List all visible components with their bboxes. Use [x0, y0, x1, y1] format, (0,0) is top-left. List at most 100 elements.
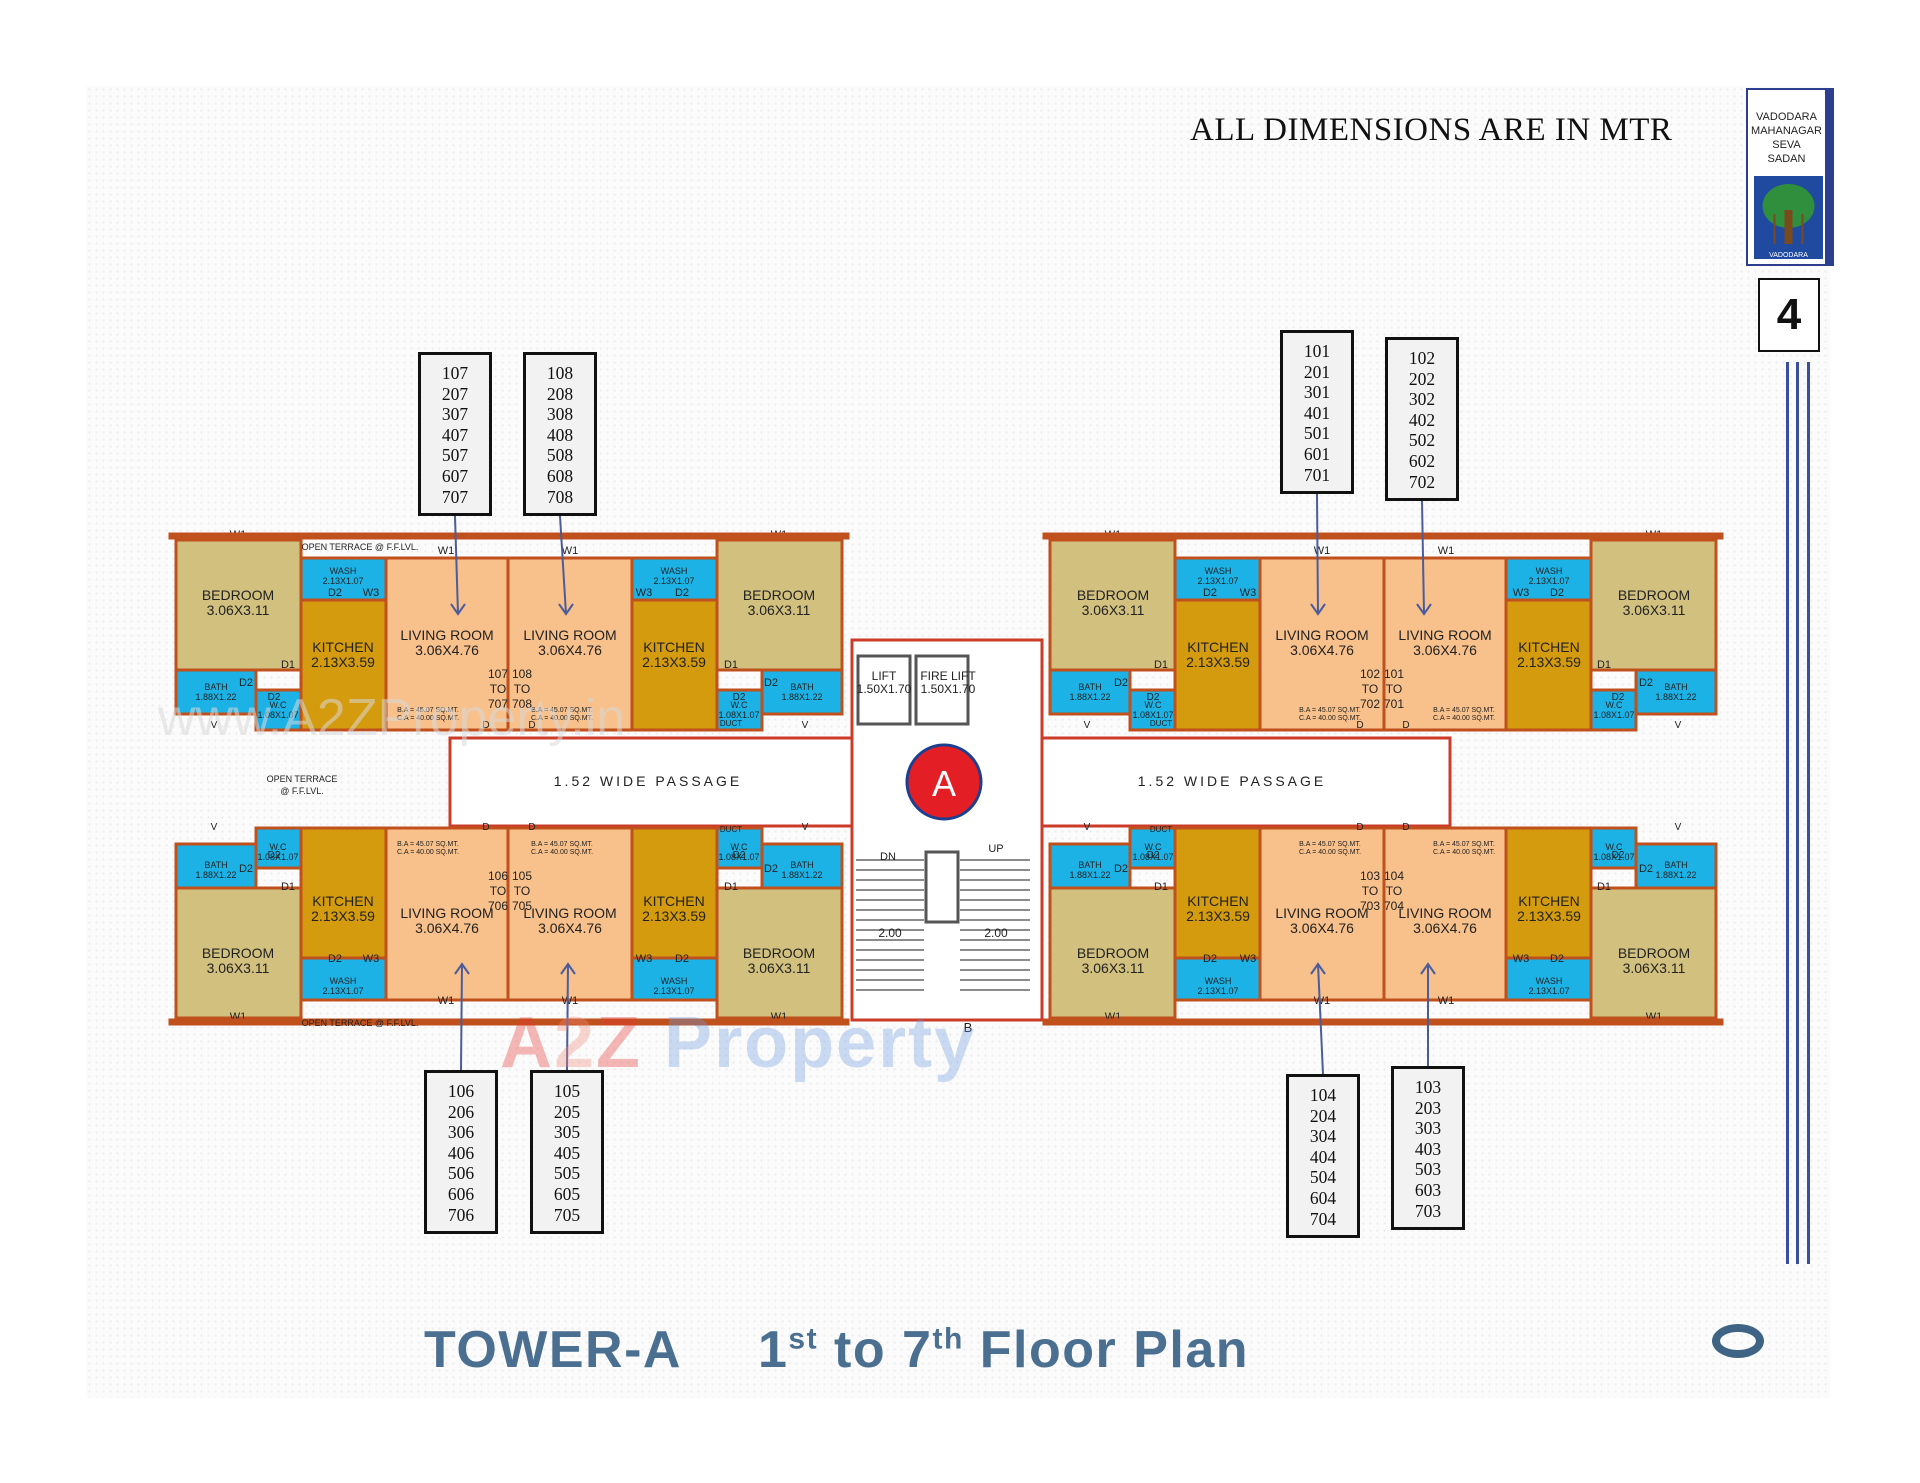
- se-d-a: D: [1402, 822, 1409, 833]
- se-lbl-wc-l-name: W.C: [1606, 842, 1623, 852]
- sw-lbl-liv-r-name: LIVING ROOM: [523, 905, 616, 921]
- se-lbl-liv-l-size: 3.06X4.76: [1413, 920, 1477, 936]
- ne-lbl-liv-r-name: LIVING ROOM: [1275, 627, 1368, 643]
- ne-lbl-wash-r-size: 2.13X1.07: [1197, 576, 1238, 586]
- ne-d1-a: D1: [1597, 659, 1611, 671]
- nw-lbl-area-l-name: B.A = 45.07 SQ.MT.: [397, 707, 459, 714]
- nw-w1-c: W1: [438, 545, 455, 557]
- se-d2-b: D2: [1203, 953, 1217, 965]
- se-w3-b: W3: [1240, 953, 1257, 965]
- nw-lbl-liv-l-size: 3.06X4.76: [415, 642, 479, 658]
- watermark-site: www.A2ZProperty.in: [158, 689, 626, 747]
- se-lbl-liv-r-size: 3.06X4.76: [1290, 920, 1354, 936]
- passage-left: 1.52 WIDE PASSAGE: [554, 773, 742, 789]
- sw-d2-a: D2: [328, 953, 342, 965]
- nw-lbl-bed-l-size: 3.06X3.11: [207, 602, 270, 618]
- sw-lbl-wash-r-size: 2.13X1.07: [653, 986, 694, 996]
- sw-kitchen-right: [630, 826, 719, 960]
- nw-unit-a-from: 107: [488, 667, 508, 681]
- ne-w1-d: W1: [1314, 545, 1331, 557]
- se-living-right: [1258, 826, 1386, 1002]
- se-lbl-kit-l-size: 2.13X3.59: [1517, 908, 1581, 924]
- sw-lbl-wc-r-name: W.C: [731, 842, 748, 852]
- nw-unit-b-to: 708: [512, 697, 532, 711]
- se-kitchen-left: [1504, 826, 1593, 960]
- se-lbl-liv-r-name: LIVING ROOM: [1275, 905, 1368, 921]
- nw-lbl-wash-r-size: 2.13X1.07: [653, 576, 694, 586]
- sw-lbl-bed-l-name: BEDROOM: [202, 945, 274, 961]
- tower-marker-circle: [905, 743, 983, 821]
- se-lbl-kit-l-name: KITCHEN: [1518, 893, 1579, 909]
- leader-108-head: [558, 603, 574, 616]
- sw-lbl-wc-r-size: 1.08X1.07: [718, 852, 759, 862]
- leader-107-head: [450, 603, 466, 616]
- sw-lbl-area-r-size: C.A = 40.00 SQ.MT.: [531, 849, 593, 856]
- passage-right: 1.52 WIDE PASSAGE: [1138, 773, 1326, 789]
- se-lbl-wash-r-name: WASH: [1205, 976, 1232, 986]
- nw-v-a: V: [211, 720, 218, 731]
- se-lbl-area-l-name: B.A = 45.07 SQ.MT.: [1433, 841, 1495, 848]
- ne-w1-c: W1: [1438, 545, 1455, 557]
- sw-lbl-area-l-name: B.A = 45.07 SQ.MT.: [397, 841, 459, 848]
- se-lbl-wc-r-name: W.C: [1145, 842, 1162, 852]
- stair-up: UP: [988, 843, 1003, 855]
- sw-wc-left: [254, 826, 303, 870]
- ne-d2-d: D2: [1114, 677, 1128, 689]
- sw-d-a: D: [482, 822, 489, 833]
- section-b-label: B: [964, 1020, 973, 1035]
- dim-right: 2.00: [984, 926, 1008, 940]
- ne-unit-a-from: 101: [1384, 667, 1404, 681]
- ne-d-b: D: [1356, 720, 1363, 731]
- banyan-tree-icon: [1754, 176, 1823, 254]
- se-v-a: V: [1675, 822, 1682, 833]
- sw-w1-d: W1: [562, 995, 579, 1007]
- ne-kitchen-left: [1504, 598, 1593, 732]
- title-sup-th: th: [932, 1322, 964, 1356]
- se-unit-a-to: 704: [1384, 899, 1404, 913]
- se-lbl-bed-l-name: BEDROOM: [1618, 945, 1690, 961]
- sw-lbl-kit-r-size: 2.13X3.59: [642, 908, 706, 924]
- nw-lbl-wash-l-name: WASH: [330, 566, 357, 576]
- se-d1-b: D1: [1154, 881, 1168, 893]
- sw-lbl-bath-l-name: BATH: [204, 860, 227, 870]
- title-tower: TOWER-A: [424, 1321, 682, 1379]
- nw-kitchen-right: [630, 598, 719, 732]
- nw-lbl-wc-l-name: W.C: [270, 700, 287, 710]
- ne-lbl-wc-r-size: 1.08X1.07: [1132, 710, 1173, 720]
- sw-lbl-liv-l-name: LIVING ROOM: [400, 905, 493, 921]
- nw-unit-b-to-word: TO: [514, 682, 530, 696]
- sw-d2-b: D2: [675, 953, 689, 965]
- nw-bedroom-left: [174, 538, 303, 672]
- ne-wc-left: [1589, 688, 1638, 732]
- se-unit-b-to: 703: [1360, 899, 1380, 913]
- nw-wc-right: [715, 688, 764, 732]
- se-kitchen-right: [1173, 826, 1262, 960]
- se-lbl-kit-r-size: 2.13X3.59: [1186, 908, 1250, 924]
- nw-d1-a: D1: [281, 659, 295, 671]
- ne-d-a: D: [1402, 720, 1409, 731]
- ne-lbl-wc-l-name: W.C: [1606, 700, 1623, 710]
- stair-dn: DN: [880, 851, 896, 863]
- page-number: 4: [1758, 278, 1820, 352]
- open-terrace-side-1: OPEN TERRACE: [267, 774, 338, 784]
- nw-living-right: [506, 556, 634, 732]
- sw-lbl-kit-l-name: KITCHEN: [312, 893, 373, 909]
- ne-v-b: V: [1084, 720, 1091, 731]
- nw-lbl-bath-r-size: 1.88X1.22: [781, 692, 822, 702]
- nw-lbl-kit-r-size: 2.13X3.59: [642, 654, 706, 670]
- sw-unit-b-to: 705: [512, 899, 532, 913]
- sw-bath-left: [174, 842, 258, 890]
- nw-d2-b: D2: [675, 587, 689, 599]
- ne-lbl-bath-l-size: 1.88X1.22: [1655, 692, 1696, 702]
- open-terrace-bottom: OPEN TERRACE @ F.F.LVL.: [302, 1018, 419, 1028]
- ne-w3-a: W3: [1513, 587, 1530, 599]
- se-lbl-bed-r-size: 3.06X3.11: [1082, 960, 1145, 976]
- ne-unit-a-to: 701: [1384, 697, 1404, 711]
- fire-lift-label-name: FIRE LIFT: [920, 669, 976, 683]
- sw-w3-a: W3: [363, 953, 380, 965]
- lift-shaft: [856, 654, 912, 726]
